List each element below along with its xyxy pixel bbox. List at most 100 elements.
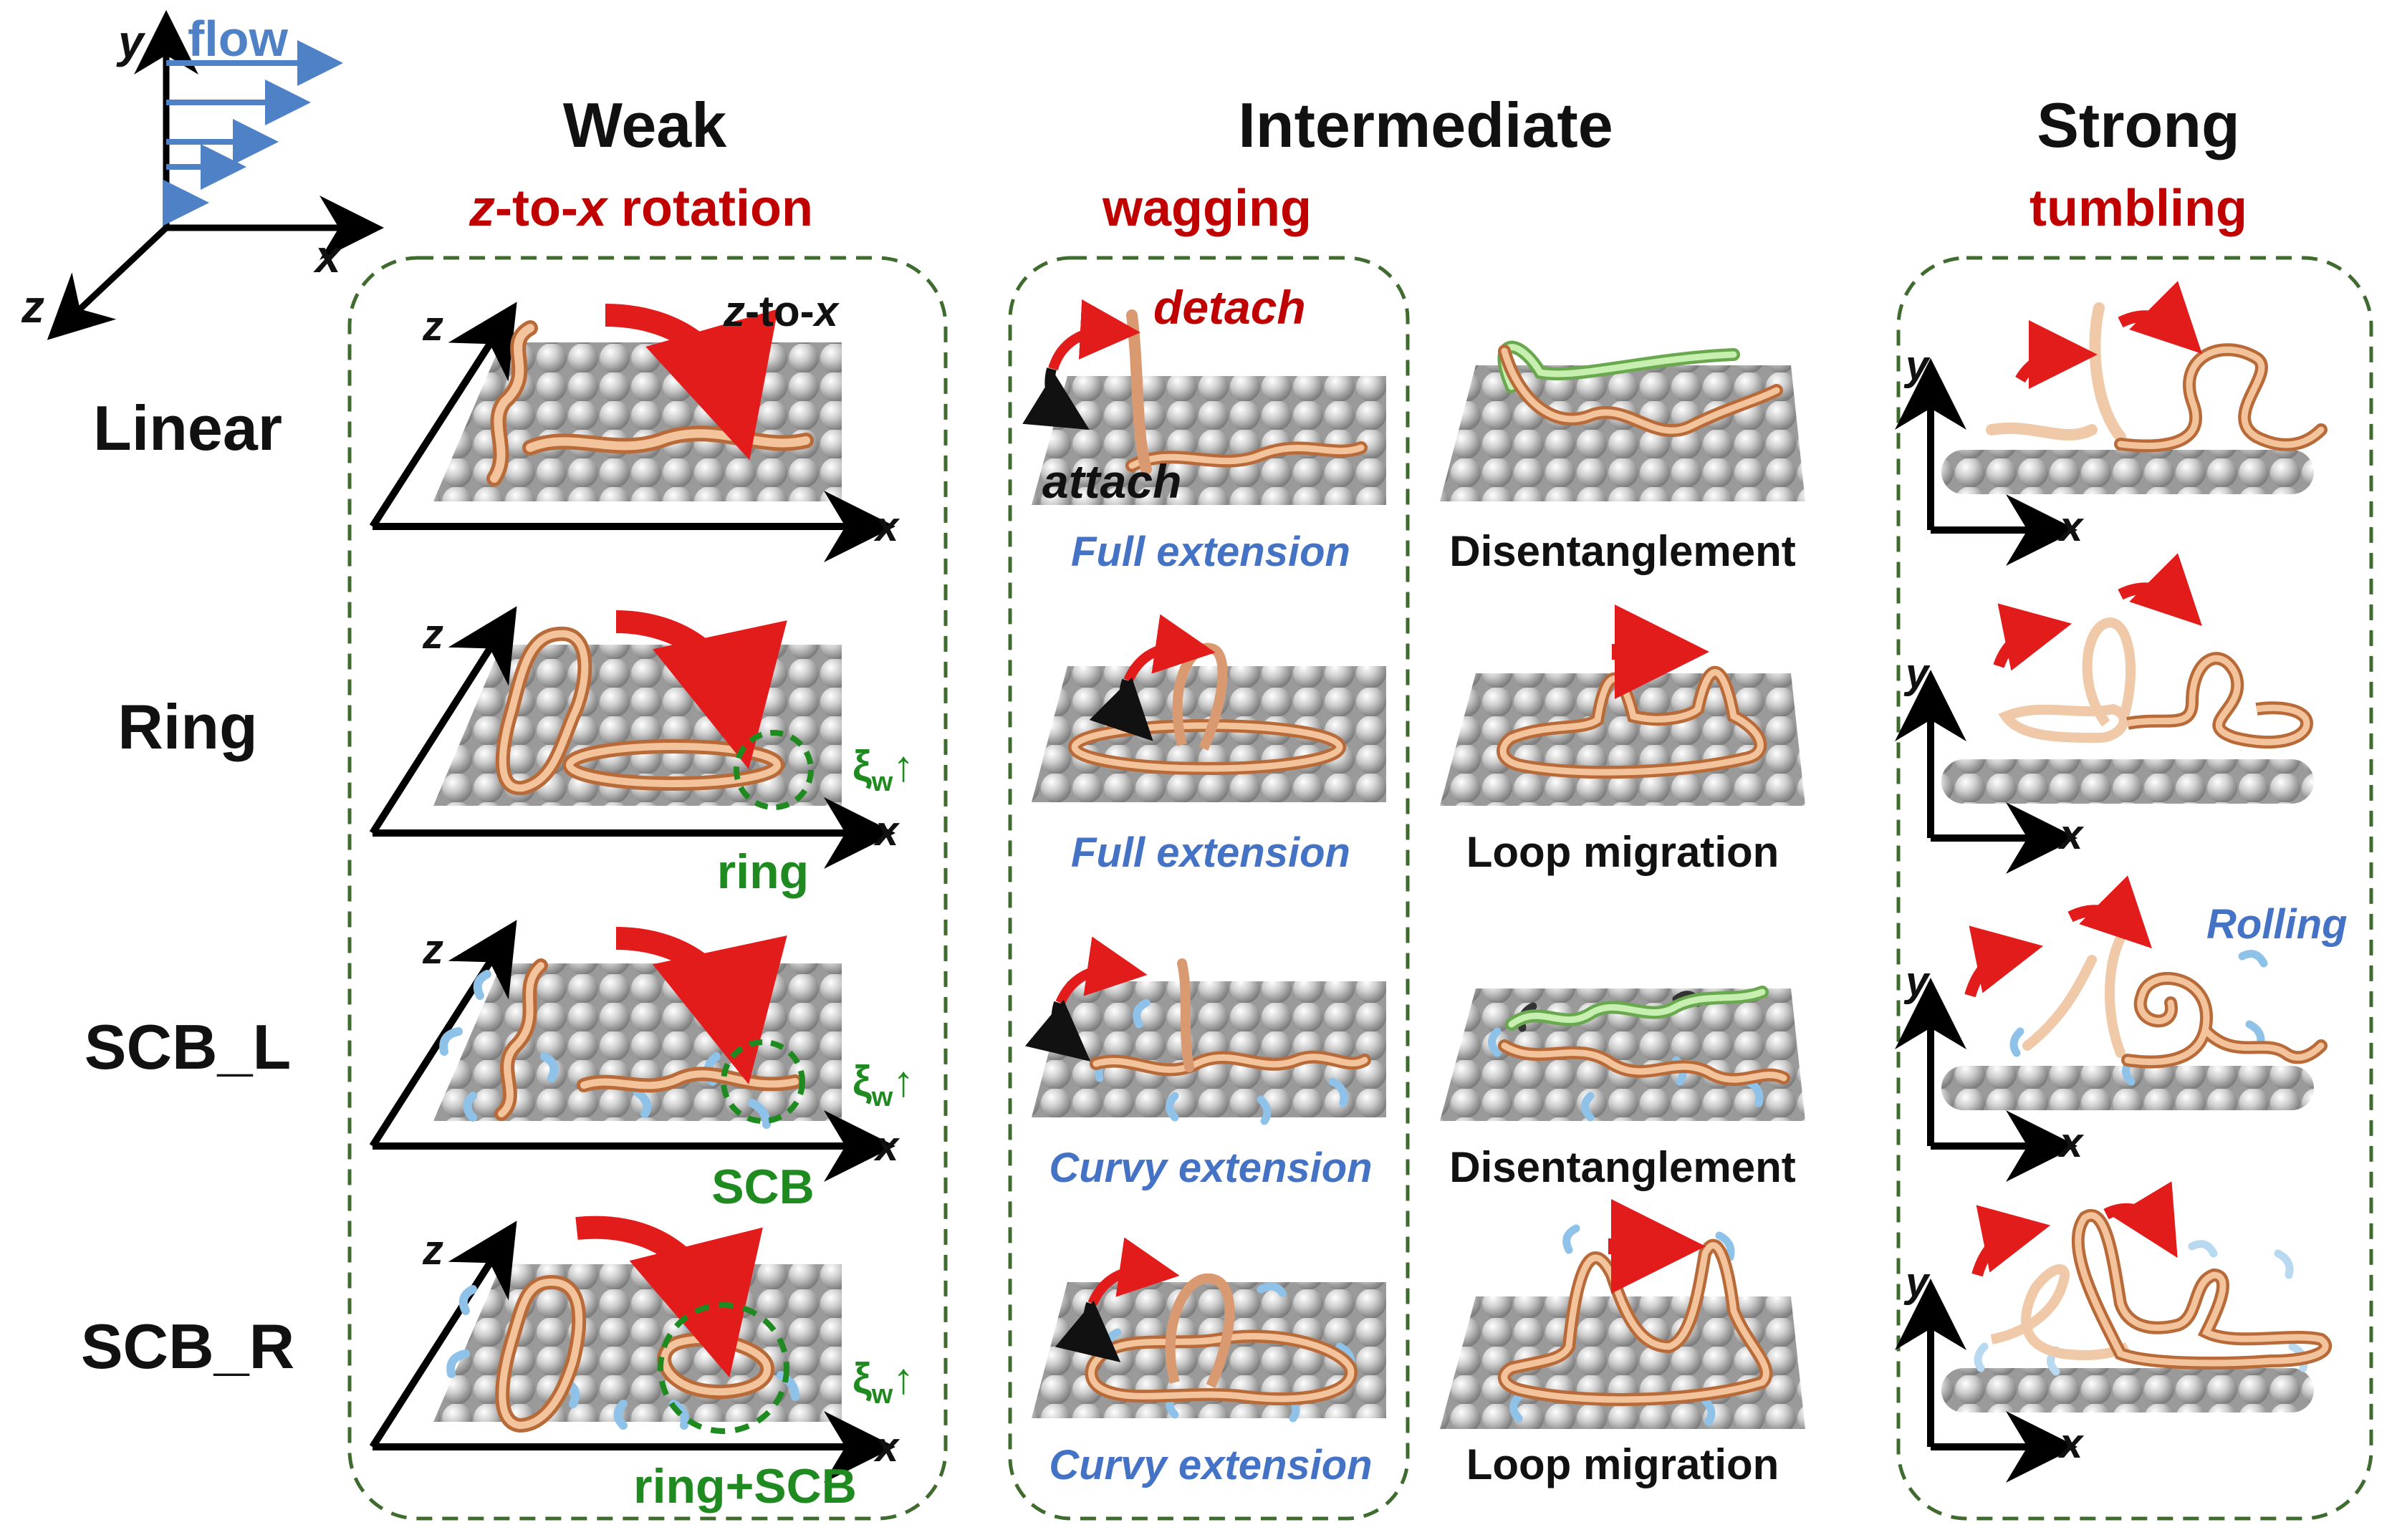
- ring-ghost: [1998, 703, 2129, 743]
- col-mode-intermediate: wagging: [1102, 180, 1312, 237]
- z-axis: [369, 606, 517, 835]
- tumble-arrow-1: [1993, 603, 2072, 671]
- strong-ring: y x: [1895, 553, 2314, 874]
- rotation-arrow: [615, 610, 787, 769]
- x-axis-label: x: [873, 1424, 900, 1471]
- weak-scbr-panel: z x ξw↑ ring+SCB: [369, 1216, 914, 1513]
- int-wag-ring: Full extension: [1032, 614, 1386, 876]
- strong-panel-box: [1896, 256, 2373, 1521]
- bead-surface: [1032, 376, 1386, 505]
- z-axis-label: z: [422, 926, 443, 973]
- chain-ghost: [2022, 933, 2125, 1058]
- disentanglement-label: Disentanglement: [1449, 527, 1795, 575]
- polymer-chain-highlight: [490, 324, 534, 483]
- legend-z-axis: [47, 225, 169, 340]
- x-axis-label: x: [873, 808, 900, 855]
- polymer-chain-tumbling: [2114, 343, 2328, 453]
- polymer-ring-highlight: [1088, 1333, 1355, 1402]
- polymer-ring-tumbling-highlight: [2075, 1212, 2329, 1367]
- row-label-scb-l: SCB_L: [85, 1011, 292, 1082]
- full-extension-label: Full extension: [1071, 829, 1350, 876]
- polymer-chain-highlight: [1128, 444, 1365, 469]
- row-label-ring: Ring: [117, 691, 258, 762]
- polymer-ring-highlight: [499, 1278, 583, 1430]
- scb-highlight-circle: [721, 1039, 805, 1124]
- rolling-label: Rolling: [2206, 901, 2348, 948]
- strong-scbl: y x Rolling: [1895, 875, 2348, 1182]
- chain-ghost-upright: [2089, 302, 2126, 443]
- ring-ghost: [1990, 1264, 2131, 1360]
- z-axis-label: z: [422, 1227, 443, 1274]
- flow-profile: [163, 40, 343, 226]
- rotation-arrow: [605, 304, 778, 461]
- attach-label: attach: [1042, 455, 1181, 508]
- tumble-arrow-2: [2118, 281, 2202, 354]
- xi-w-up: ξw↑: [852, 1354, 914, 1410]
- bead-row: [1941, 1368, 2314, 1413]
- disentanglement-label: Disentanglement: [1449, 1143, 1795, 1191]
- int-wag-linear: detach attach Full extension: [1022, 281, 1386, 575]
- scb-label: SCB: [711, 1160, 815, 1214]
- curvy-extension-label: Curvy extension: [1049, 1145, 1372, 1191]
- bead-row: [1941, 450, 2314, 494]
- tumble-arrow-1: [1971, 1205, 2051, 1277]
- polymer-chain-highlight: [1501, 1042, 1787, 1083]
- weak-scbl-panel: z x ξw↑ SCB: [369, 920, 914, 1214]
- x-axis-label: x: [873, 504, 900, 550]
- polymer-ring-highlight: [1499, 669, 1764, 776]
- rotation-arrow: [615, 927, 787, 1084]
- tumble-arrow-2: [2067, 875, 2152, 948]
- z-axis: [369, 302, 517, 529]
- attach-arrow-black: [1022, 367, 1090, 430]
- ring-label: ring: [717, 844, 809, 899]
- int-loop-ring: Loop migration: [1440, 605, 1805, 876]
- polymer-chain-highlight: [498, 962, 544, 1117]
- y-axis-label: y: [1903, 958, 1931, 1005]
- detach-label: detach: [1153, 281, 1306, 334]
- weak-ring-panel: z x ξw↑ ring: [369, 606, 914, 899]
- z-axis-label: z: [422, 303, 443, 350]
- polymer-ring-upright: [1165, 1273, 1235, 1388]
- polymer-chain-highlight: [1092, 1054, 1368, 1073]
- loop-migration-label: Loop migration: [1466, 1440, 1779, 1488]
- strong-scbr: y x: [1895, 1181, 2333, 1483]
- bead-row: [1941, 759, 2314, 804]
- chain-ghost: [1986, 422, 2098, 441]
- rotation-arrow: [575, 1216, 763, 1378]
- polymer-chain-rolling-highlight: [2124, 975, 2325, 1065]
- x-axis-label: x: [2057, 1120, 2085, 1166]
- xi-w-up: ξw↑: [852, 1057, 914, 1112]
- flow-label: flow: [188, 11, 289, 67]
- detach-arrow-red: [1048, 299, 1140, 371]
- tumble-arrow-2: [2118, 553, 2202, 626]
- wag-arrow-black: [1089, 677, 1153, 741]
- xi-w-up: ξw↑: [852, 742, 914, 797]
- y-axis-label: y: [1903, 342, 1931, 389]
- tumble-arrow-2: [2103, 1181, 2178, 1259]
- col-title-weak: Weak: [563, 90, 727, 160]
- z-axis-label: z: [422, 611, 443, 658]
- int-loop-scbr: Loop migration: [1440, 1199, 1805, 1488]
- int-disent-scbl: Disentanglement: [1440, 986, 1805, 1191]
- int-wag-scbr: Curvy extension: [1032, 1237, 1386, 1488]
- weak-panel-box: [347, 256, 948, 1521]
- int-disent-linear: Disentanglement: [1440, 340, 1805, 575]
- wag-arrow-red: [1055, 936, 1148, 1005]
- wag-arrow-black: [1055, 1300, 1121, 1362]
- x-axis-label: x: [2057, 504, 2085, 550]
- polymer-ring-tumbling-highlight: [2127, 655, 2310, 746]
- y-axis-label: y: [1903, 1259, 1931, 1306]
- tumble-arrow-1: [2015, 320, 2098, 390]
- polymer-chain-tumbling-highlight: [2117, 346, 2325, 449]
- ringscb-label: ring+SCB: [633, 1459, 857, 1513]
- short-branches: [1509, 1224, 1735, 1426]
- polymer-chain-upright: [1177, 958, 1194, 1072]
- ring-ghost-upright: [2082, 617, 2136, 727]
- bead-surface: [1440, 365, 1805, 501]
- wag-arrow-red: [1087, 1237, 1180, 1306]
- x-axis-label: x: [2057, 812, 2085, 858]
- y-axis-label: y: [1903, 650, 1931, 697]
- polymer-chain-highlight: [1501, 347, 1780, 434]
- row-label-linear: Linear: [93, 393, 282, 463]
